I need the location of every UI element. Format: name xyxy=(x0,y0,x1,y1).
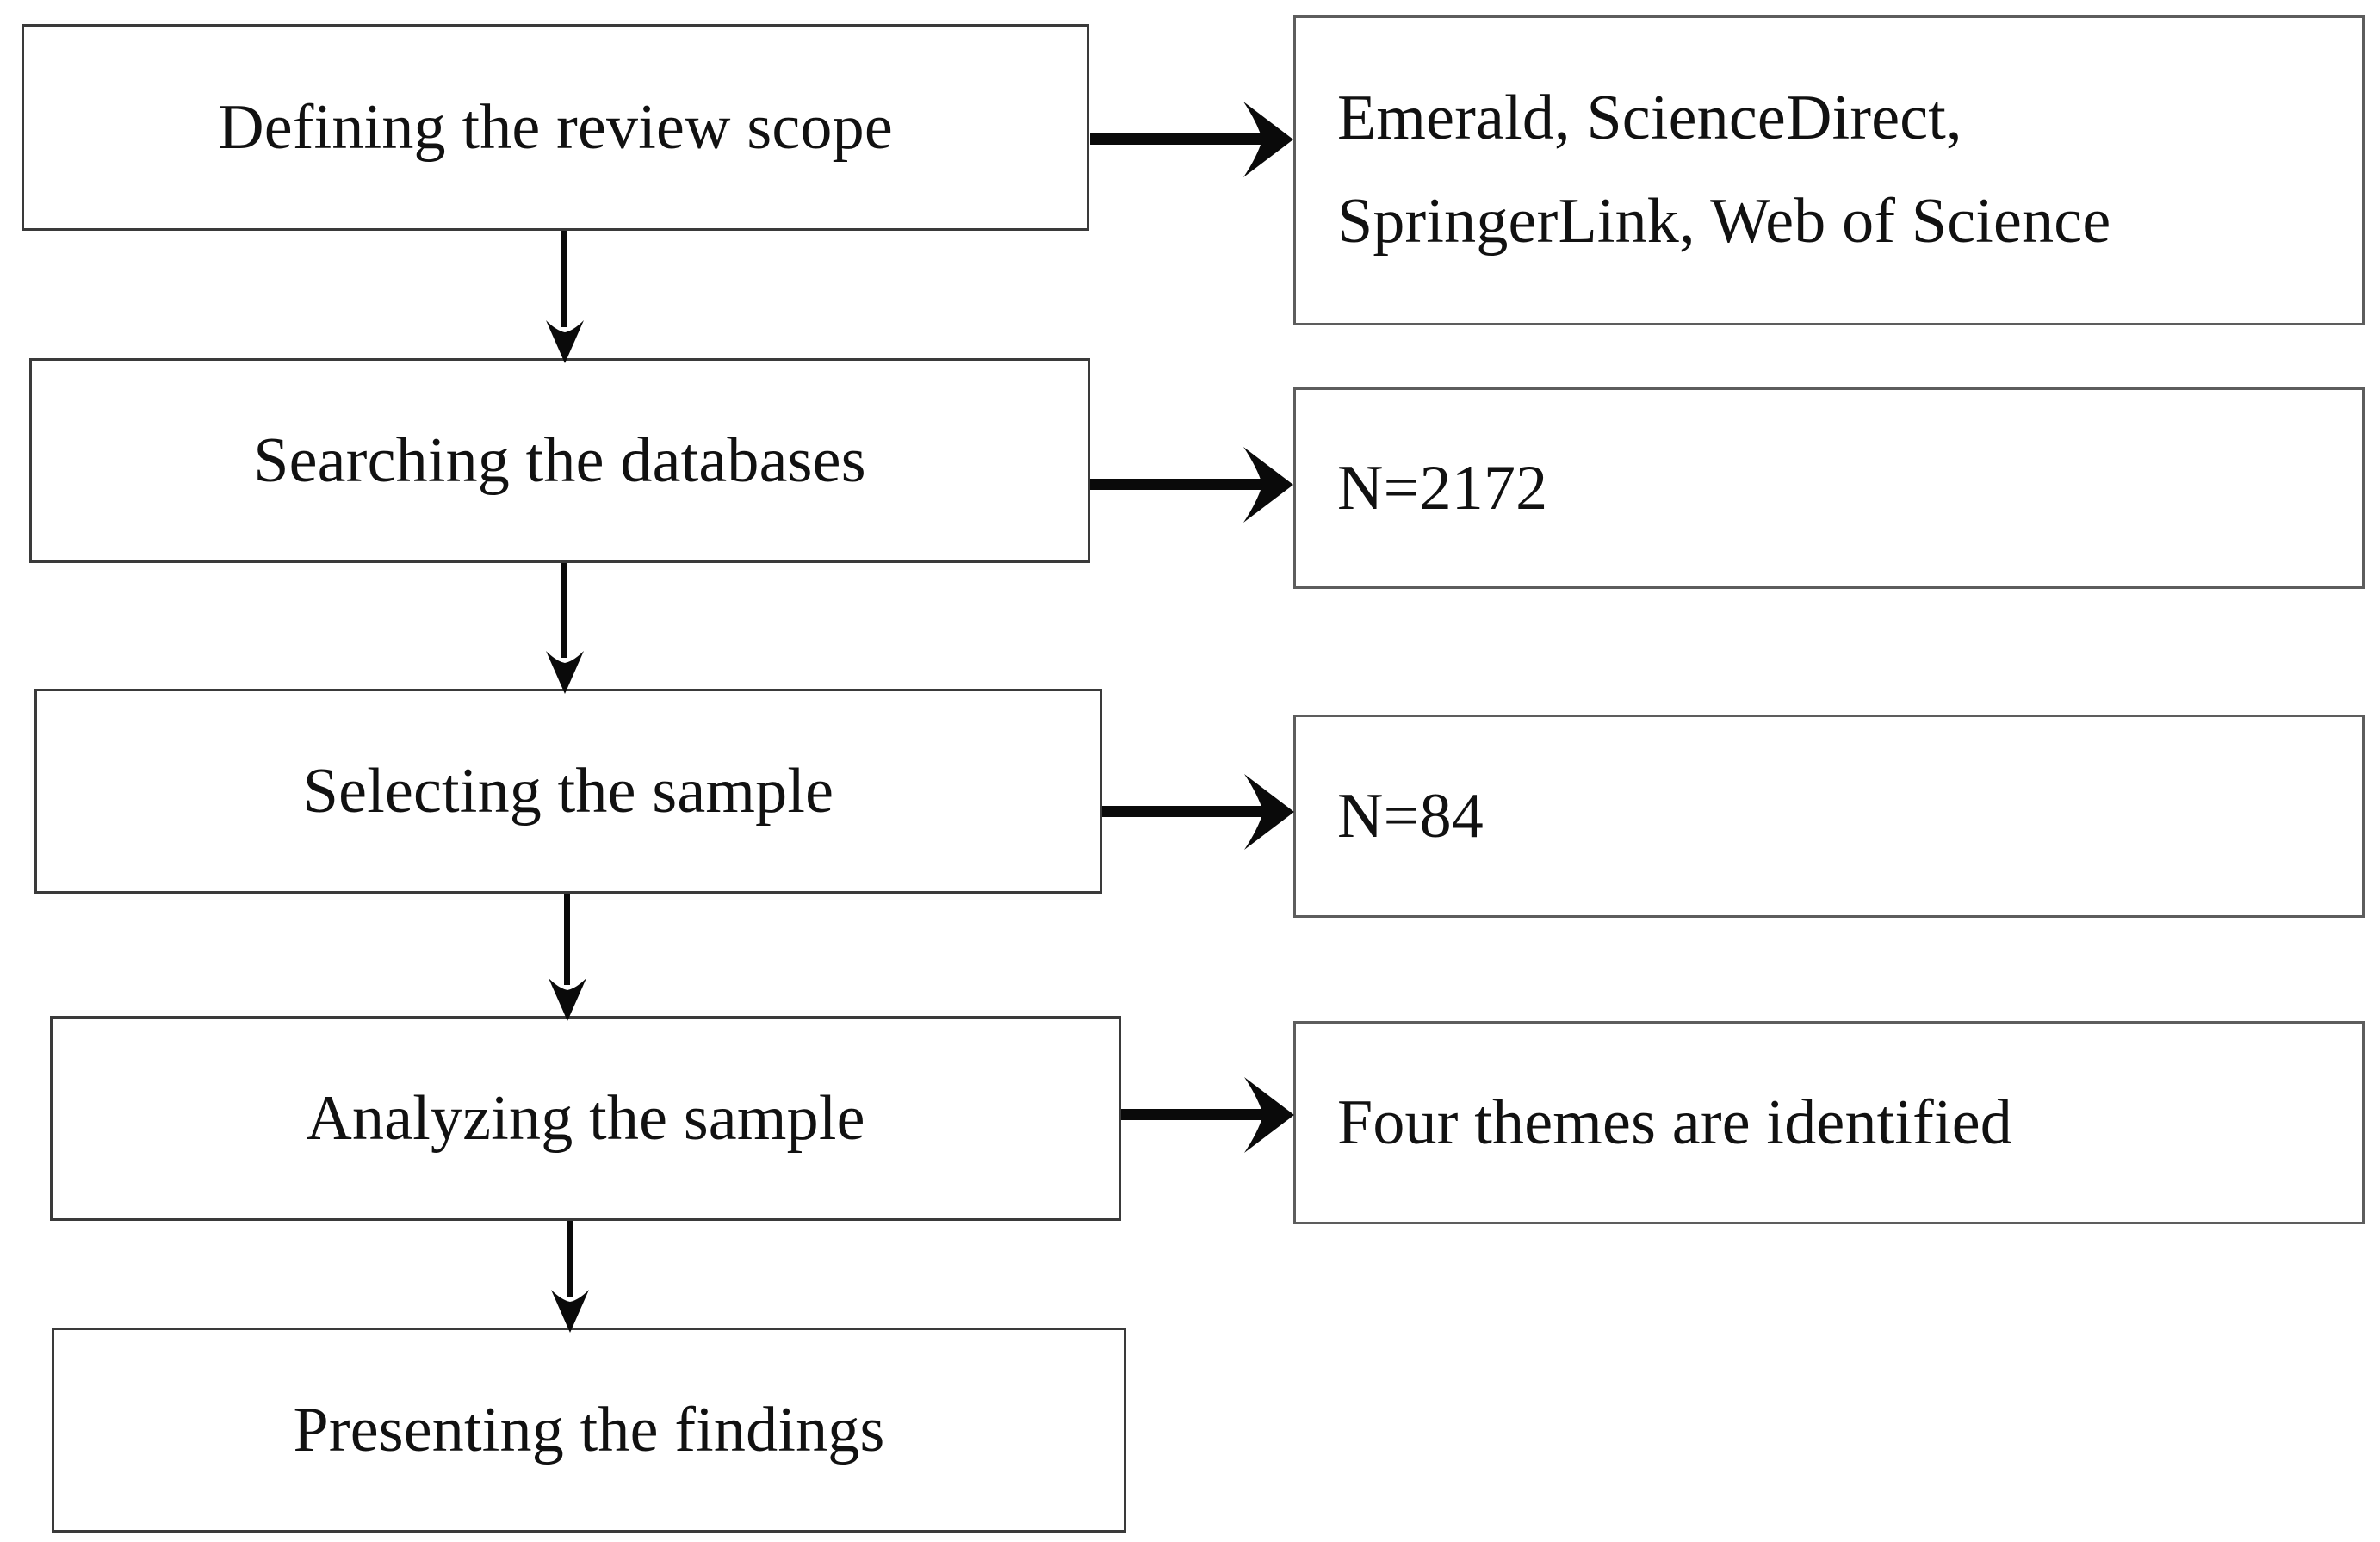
annotation-label: N=84 xyxy=(1337,780,1484,852)
flow-arrow-down-step2-to-step3 xyxy=(546,563,584,694)
annotation-label: Four themes are identified xyxy=(1337,1087,2013,1158)
arrow-head-right-icon xyxy=(1243,102,1293,177)
flow-arrow-right-step1-to-annotation1 xyxy=(1090,102,1297,177)
arrow-shaft xyxy=(1090,479,1267,490)
arrow-head-right-icon xyxy=(1243,447,1293,523)
process-step-presenting-the-findings[interactable]: Presenting the findings xyxy=(52,1328,1126,1533)
arrow-shaft xyxy=(564,894,570,985)
process-step-defining-the-review-scope[interactable]: Defining the review scope xyxy=(22,24,1089,231)
process-step-label: Searching the databases xyxy=(253,424,866,496)
process-step-label: Presenting the findings xyxy=(293,1394,885,1465)
arrow-shaft xyxy=(1121,1109,1267,1120)
arrow-shaft xyxy=(1090,133,1267,145)
flow-arrow-down-step3-to-step4 xyxy=(549,894,586,1021)
flow-arrow-down-step1-to-step2 xyxy=(546,231,584,363)
process-step-label: Defining the review scope xyxy=(218,91,893,163)
arrow-shaft xyxy=(567,1221,573,1297)
annotation-box-initial-record-count[interactable]: N=2172 xyxy=(1293,387,2365,589)
process-step-selecting-the-sample[interactable]: Selecting the sample xyxy=(34,689,1102,894)
arrow-head-down-icon xyxy=(546,651,584,694)
process-step-label: Selecting the sample xyxy=(302,755,834,827)
process-step-analyzing-the-sample[interactable]: Analyzing the sample xyxy=(50,1016,1121,1221)
arrow-head-down-icon xyxy=(549,978,586,1021)
annotation-box-final-sample-count[interactable]: N=84 xyxy=(1293,715,2365,918)
arrow-head-right-icon xyxy=(1244,1077,1294,1153)
flow-arrow-right-step2-to-annotation2 xyxy=(1090,447,1297,523)
arrow-shaft xyxy=(561,231,567,327)
annotation-label: N=2172 xyxy=(1337,452,1548,523)
arrow-head-down-icon xyxy=(551,1290,589,1333)
flow-arrow-right-step4-to-annotation4 xyxy=(1121,1077,1297,1153)
arrow-shaft xyxy=(561,563,567,658)
process-step-searching-the-databases[interactable]: Searching the databases xyxy=(29,358,1090,563)
flow-arrow-down-step4-to-step5 xyxy=(551,1221,589,1333)
arrow-head-right-icon xyxy=(1244,774,1294,850)
annotation-box-identified-themes[interactable]: Four themes are identified xyxy=(1293,1021,2365,1224)
annotation-box-databases-list[interactable]: Emerald, ScienceDirect, SpringerLink, We… xyxy=(1293,15,2365,325)
arrow-shaft xyxy=(1102,806,1267,817)
arrow-head-down-icon xyxy=(546,320,584,363)
flow-arrow-right-step3-to-annotation3 xyxy=(1102,774,1297,850)
process-step-label: Analyzing the sample xyxy=(306,1082,865,1154)
annotation-label: Emerald, ScienceDirect, SpringerLink, We… xyxy=(1337,83,2111,257)
